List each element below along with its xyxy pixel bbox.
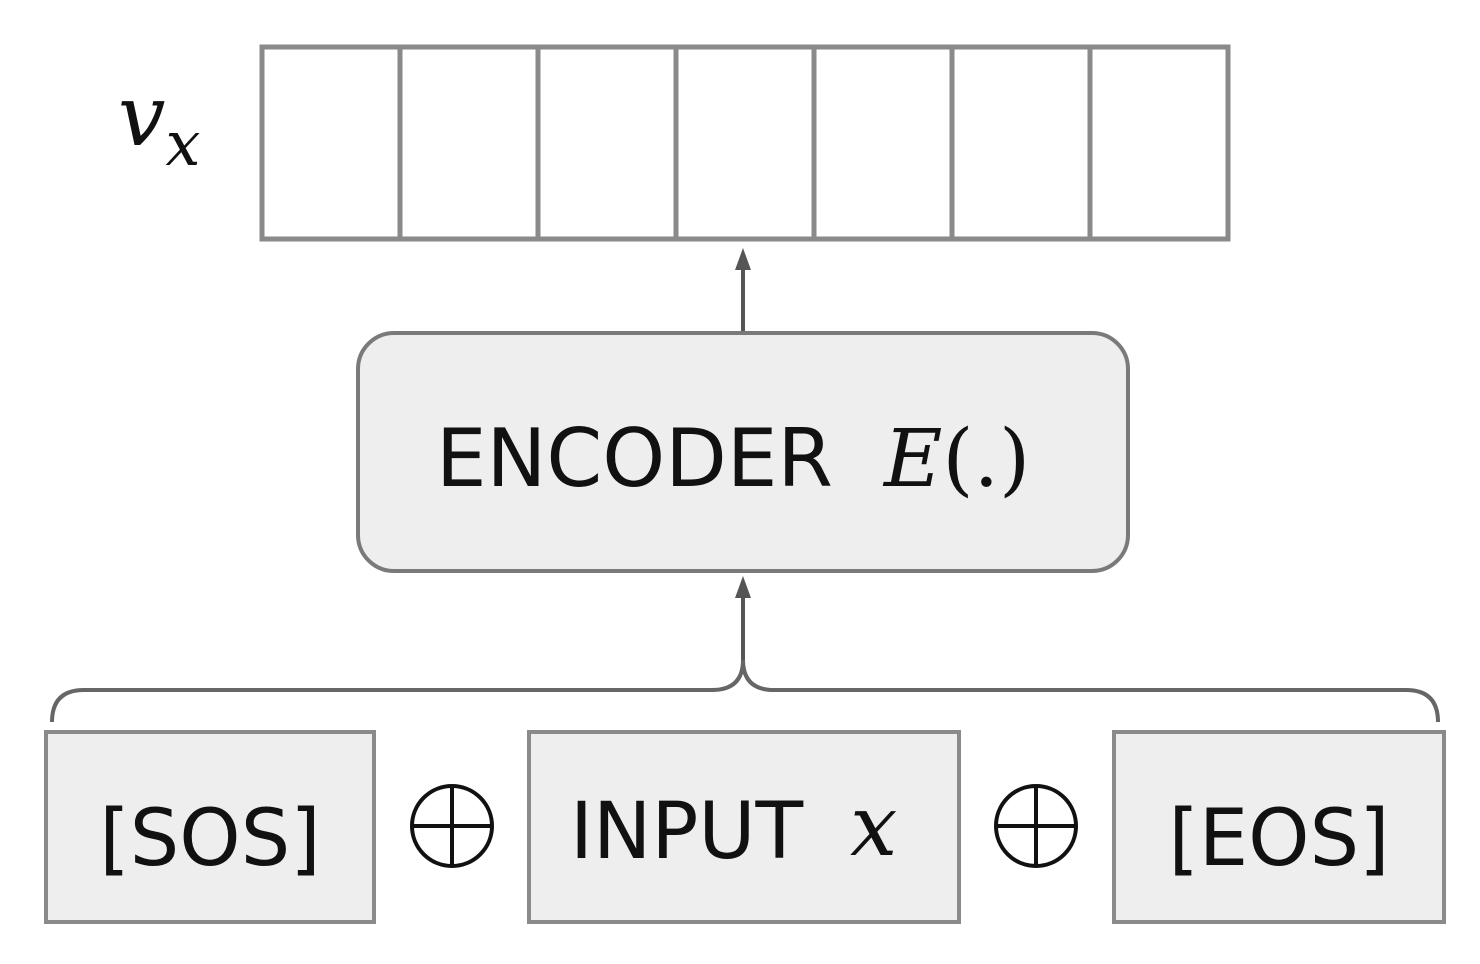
vector-cell [949,44,1093,242]
eos-box [1112,730,1446,924]
vector-cell [535,44,679,242]
vector-cell [811,44,955,242]
encoder-math-args: (.) [942,412,1030,505]
eos-token: [EOS] [1112,730,1446,924]
encoder-block: ENCODER E(.) [356,331,1130,573]
arrow-inputs-to-encoder [735,576,751,668]
encoder-math-letter: E [882,412,942,505]
output-vector [259,44,1231,242]
input-token: INPUT x [527,730,961,924]
input-box [527,730,961,924]
vector-cell [397,44,541,242]
vector-label-subscript: x [165,107,200,180]
encoder-box [356,331,1130,573]
encoder-label: ENCODER [436,412,833,505]
encoder-math: E(.) [882,412,1030,505]
input-brace [50,659,1440,723]
oplus-operator-1 [410,784,494,868]
sos-token: [SOS] [44,730,376,924]
vector-cell [1087,44,1231,242]
vector-cell [259,44,403,242]
oplus-operator-2 [994,784,1078,868]
sos-box [44,730,376,924]
sos-label: [SOS] [99,794,320,884]
arrow-encoder-to-vector [735,248,751,333]
input-math: x [850,777,897,875]
vector-label: vx [118,67,200,180]
input-label: INPUT [570,787,803,877]
vector-cell [673,44,817,242]
vector-label-symbol: v [118,67,165,165]
eos-label: [EOS] [1168,794,1389,884]
